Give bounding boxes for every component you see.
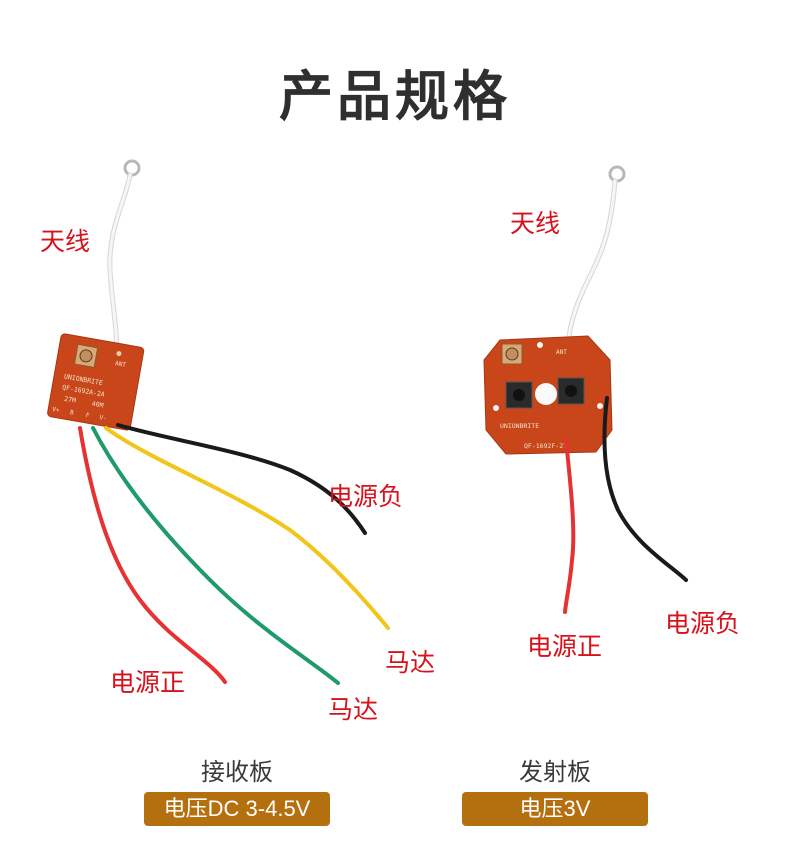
receiver-power-positive-label: 电源正 <box>110 668 186 697</box>
receiver-motor-label-1: 马达 <box>385 648 436 677</box>
receiver-wire-red <box>78 426 227 684</box>
receiver-wire-green <box>91 426 340 685</box>
transmitter-wire-red <box>563 438 576 614</box>
transmitter-antenna-wire <box>565 178 618 348</box>
transmitter-voltage-badge: 电压3V <box>462 792 648 826</box>
receiver-caption: 接收板 <box>201 758 273 786</box>
receiver-freq-b-text: 40M <box>91 400 104 410</box>
transmitter-brand-text: UNIONBRITE <box>500 422 539 430</box>
receiver-ant-text: ANT <box>115 360 127 369</box>
page-title: 产品规格 <box>279 65 511 128</box>
transmitter-ant-text: ANT <box>556 349 567 356</box>
transmitter-power-negative-label: 电源负 <box>665 609 741 638</box>
transmitter-power-positive-label: 电源正 <box>527 632 603 661</box>
receiver-voltage-badge: 电压DC 3-4.5V <box>144 792 330 826</box>
receiver-motor-label-2: 马达 <box>328 695 379 724</box>
receiver-wire-black <box>116 423 367 535</box>
transmitter-led-hole <box>535 383 557 405</box>
transmitter-model-text: QF-1692F-2T <box>524 442 567 450</box>
receiver-pcb <box>47 333 145 431</box>
transmitter-board-assembly: ANT UNIONBRITE QF-1692F-2T <box>483 165 688 614</box>
receiver-pin-b: B <box>69 409 74 417</box>
receiver-freq-a-text: 27M <box>64 395 77 405</box>
receiver-wire-yellow <box>104 426 390 630</box>
receiver-pin-vplus: V+ <box>52 406 61 414</box>
transmitter-antenna-ring <box>608 165 626 183</box>
receiver-pin-vminus: V- <box>99 414 107 422</box>
receiver-antenna-ring <box>123 159 141 177</box>
transmitter-caption: 发射板 <box>519 758 591 786</box>
transmitter-wire-black <box>602 396 688 582</box>
receiver-board-assembly: ANT UNIONBRITE QF-1692A-2A 27M 40M V+ B … <box>47 159 390 685</box>
receiver-pin-f: F <box>85 412 90 420</box>
transmitter-antenna-label: 天线 <box>510 209 561 238</box>
receiver-antenna-wire <box>107 172 133 358</box>
receiver-power-negative-label: 电源负 <box>328 482 404 511</box>
receiver-antenna-label: 天线 <box>40 227 91 256</box>
